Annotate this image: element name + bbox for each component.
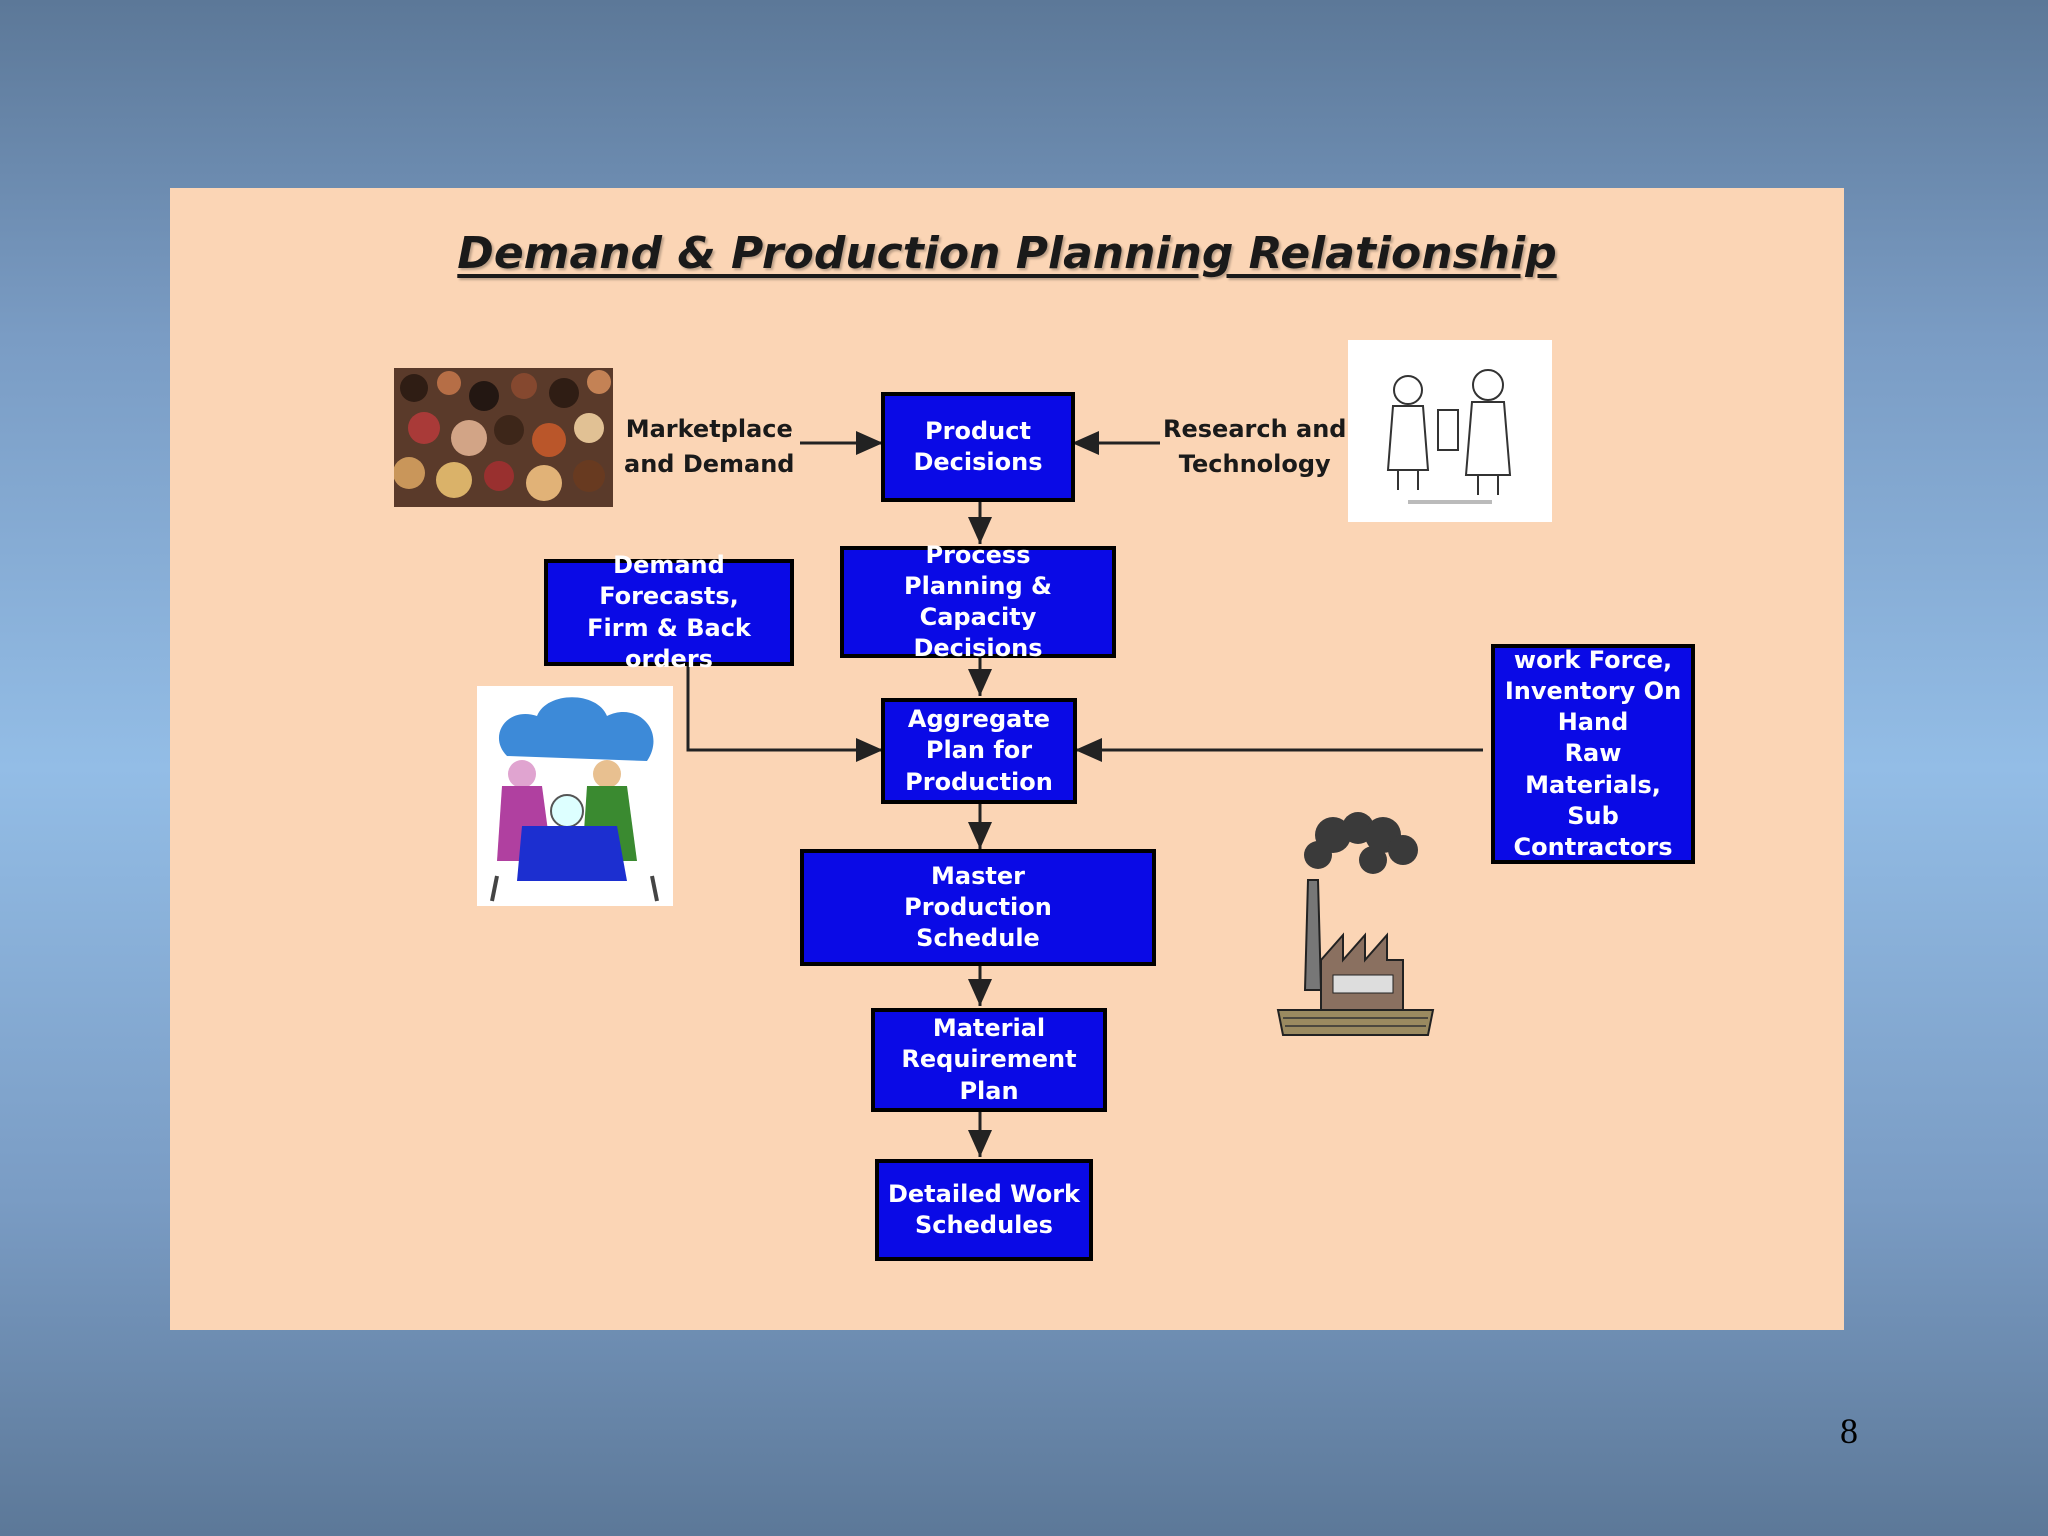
factory-image	[1276, 812, 1435, 1036]
research-cartoon-image	[1348, 340, 1552, 522]
forecasting-cartoon-image	[477, 686, 673, 906]
product-decisions-box: Product Decisions	[881, 392, 1075, 502]
process-planning-box: Process Planning & Capacity Decisions	[840, 541, 1116, 662]
slide: Demand & Production Planning Relationshi…	[170, 188, 1844, 1330]
diagram-title: Demand & Production Planning Relationshi…	[457, 228, 1557, 279]
demand-forecasts-box: Demand Forecasts, Firm & Back orders	[544, 551, 794, 673]
master-production-schedule-box: Master Production Schedule	[800, 849, 1156, 966]
detailed-work-schedules-box: Detailed Work Schedules	[875, 1159, 1093, 1261]
aggregate-plan-box: Aggregate Plan for Production	[881, 698, 1077, 804]
marketplace-crowd-image	[394, 368, 613, 507]
arrow-demand-to-aggregate	[686, 666, 883, 762]
marketplace-label: Marketplace and Demand	[624, 415, 795, 478]
connector-layer	[686, 431, 1483, 1157]
page-number: 8	[1840, 1411, 1858, 1451]
research-label: Research and Technology	[1163, 415, 1347, 478]
material-requirement-plan-box: Material Requirement Plan	[871, 1008, 1107, 1112]
workforce-inventory-box: work Force, Inventory On Hand Raw Materi…	[1491, 644, 1695, 864]
